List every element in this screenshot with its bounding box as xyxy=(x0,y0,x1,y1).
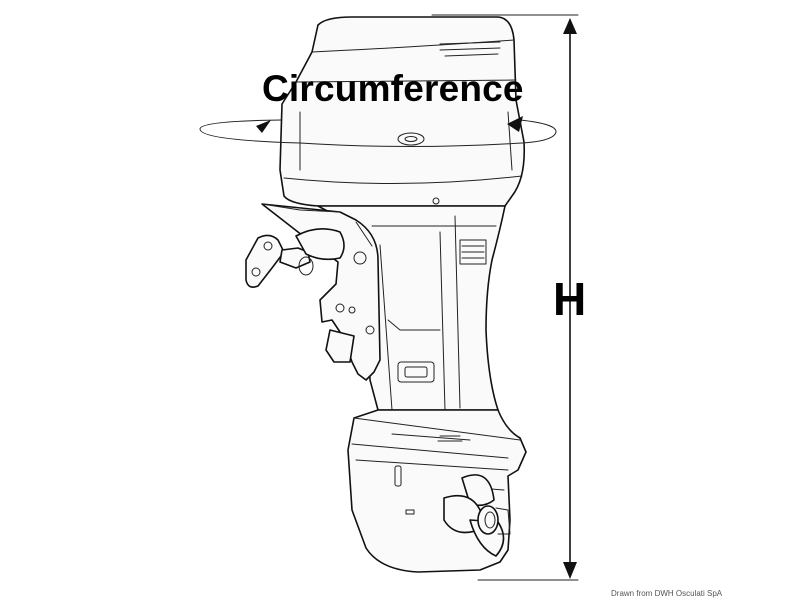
circumference-ring xyxy=(199,116,557,147)
cowling xyxy=(279,16,526,207)
circumference-label: Circumference xyxy=(262,68,524,109)
arrow-down-icon xyxy=(563,562,577,579)
arrow-up-icon xyxy=(563,18,577,34)
transom-bracket xyxy=(245,203,381,381)
height-dimension-line xyxy=(431,14,579,581)
credit-text: Drawn from DWH Osculati SpA xyxy=(611,589,723,598)
arrow-left-icon xyxy=(507,116,523,132)
propeller xyxy=(443,474,511,557)
height-label: H xyxy=(553,273,587,325)
arrow-right-icon xyxy=(256,120,271,133)
